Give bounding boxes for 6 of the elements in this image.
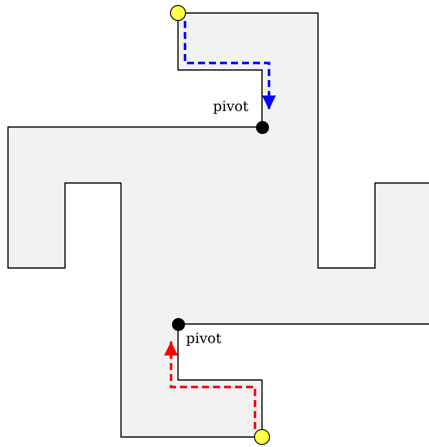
dashed-arrow (184, 21, 276, 110)
pivot-label: pivot (213, 99, 248, 115)
start-circle (254, 429, 270, 445)
start-circle (170, 5, 186, 21)
dashed-arrow (164, 342, 256, 429)
pivot-label: pivot (186, 331, 222, 347)
